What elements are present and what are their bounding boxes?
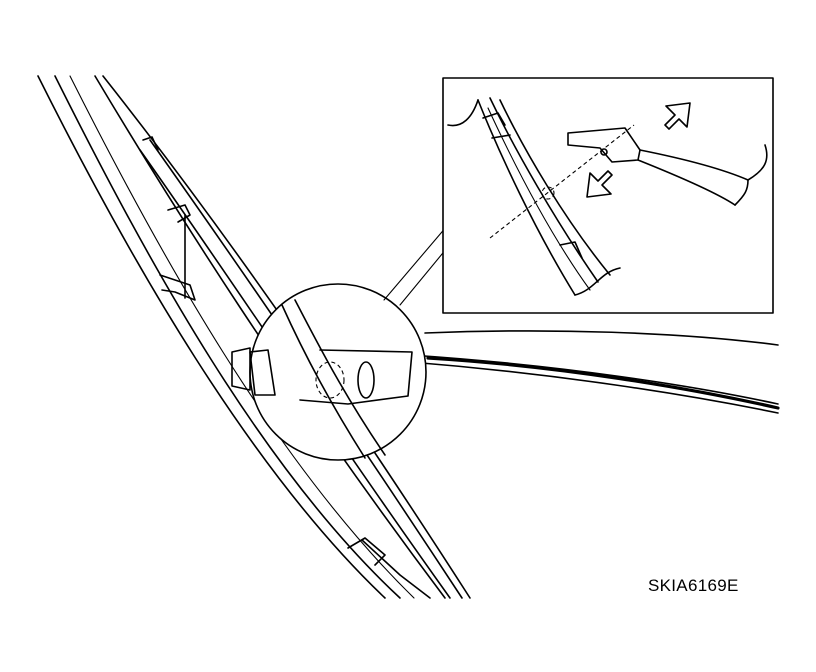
arrow-up-right-icon: [664, 102, 691, 130]
blade-claw-lower: [347, 537, 431, 599]
arrow-down-left-icon: [586, 170, 613, 198]
detail-circle: [231, 283, 427, 461]
wiper-arm: [409, 354, 780, 414]
blade-claw-upper: [159, 204, 196, 301]
inset-hidden-hook: [541, 186, 555, 200]
removal-axis: [489, 124, 635, 239]
hidden-hook-outline: [315, 361, 345, 399]
figure-code: SKIA6169E: [648, 576, 739, 595]
windshield-glass-line: [424, 330, 779, 346]
detail-inset: [442, 77, 774, 314]
magnifier-leaders: [383, 225, 448, 306]
windshield-edge: [37, 75, 415, 599]
